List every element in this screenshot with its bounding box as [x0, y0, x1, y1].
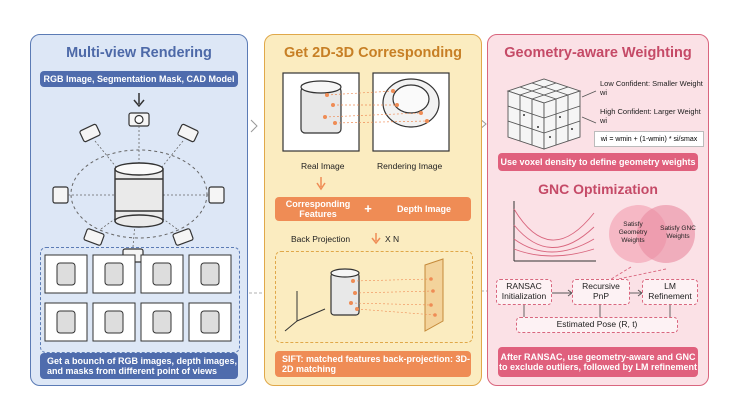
panel-title: Multi-view Rendering [66, 45, 212, 61]
weight-formula: wi = wmin + (1-wmin) * si/smax [594, 131, 704, 147]
lm-refinement-node: LM Refinement [642, 279, 698, 305]
real-image-label: Real Image [301, 161, 345, 171]
gnc-curves-plot [513, 201, 596, 262]
voxel-cube-diagram [506, 78, 597, 150]
sift-matching-note: SIFT: matched features back-projection: … [275, 351, 471, 377]
voxel-density-note: Use voxel density to define geometry wei… [498, 153, 698, 171]
panel-title: Geometry-aware Weighting [504, 45, 692, 61]
venn-geometry-label: Satisfy Geometry Weights [618, 221, 648, 244]
geometry-weighting-panel: Geometry-aware Weighting Low Confident: … [487, 34, 709, 386]
can-model [114, 162, 164, 228]
high-confident-label: High Confident: Larger Weight wi [600, 107, 701, 126]
inputs-label: RGB Image, Segmentation Mask, CAD Model [40, 71, 238, 87]
plus-sign: + [364, 200, 372, 216]
back-projection-label: Back Projection [291, 234, 351, 244]
gnc-title: GNC Optimization [538, 181, 658, 197]
rendered-views-grid [40, 247, 240, 353]
features-depth-bar [275, 197, 471, 221]
back-projection-diagram [284, 258, 444, 332]
corresponding-features-label: Corresponding Features [285, 198, 351, 219]
low-confident-label: Low Confident: Smaller Weight wi [600, 79, 703, 98]
camera-icon [128, 112, 150, 127]
correspondence-panel: Get 2D-3D Corresponding Real Image Rende… [264, 34, 482, 386]
venn-diagram [609, 205, 695, 263]
image-matching-diagram [282, 72, 450, 191]
back-projection-box [275, 251, 473, 343]
ransac-node: RANSAC Initialization [496, 279, 552, 305]
panel-title: Get 2D-3D Corresponding [283, 45, 463, 61]
times-n-label: X N [385, 234, 400, 244]
estimated-pose-node: Estimated Pose (R, t) [516, 317, 678, 333]
recursive-pnp-node: Recursive PnP [572, 279, 630, 305]
multi-view-rendering-panel: Multi-view Rendering RGB Image, Segmenta… [30, 34, 248, 386]
rendering-image-label: Rendering Image [377, 161, 443, 171]
outlier-rejection-note: After RANSAC, use geometry-aware and GNC… [498, 347, 698, 377]
rendered-view-thumbnails [44, 254, 232, 342]
depth-image-label: Depth Image [396, 203, 451, 214]
camera-ring-diagram [52, 93, 225, 263]
venn-gnc-label: Satisfy GNC Weights [660, 225, 696, 240]
rendering-output-note: Get a bounch of RGB images, depth images… [40, 353, 238, 379]
down-arrow-icon [371, 233, 381, 245]
